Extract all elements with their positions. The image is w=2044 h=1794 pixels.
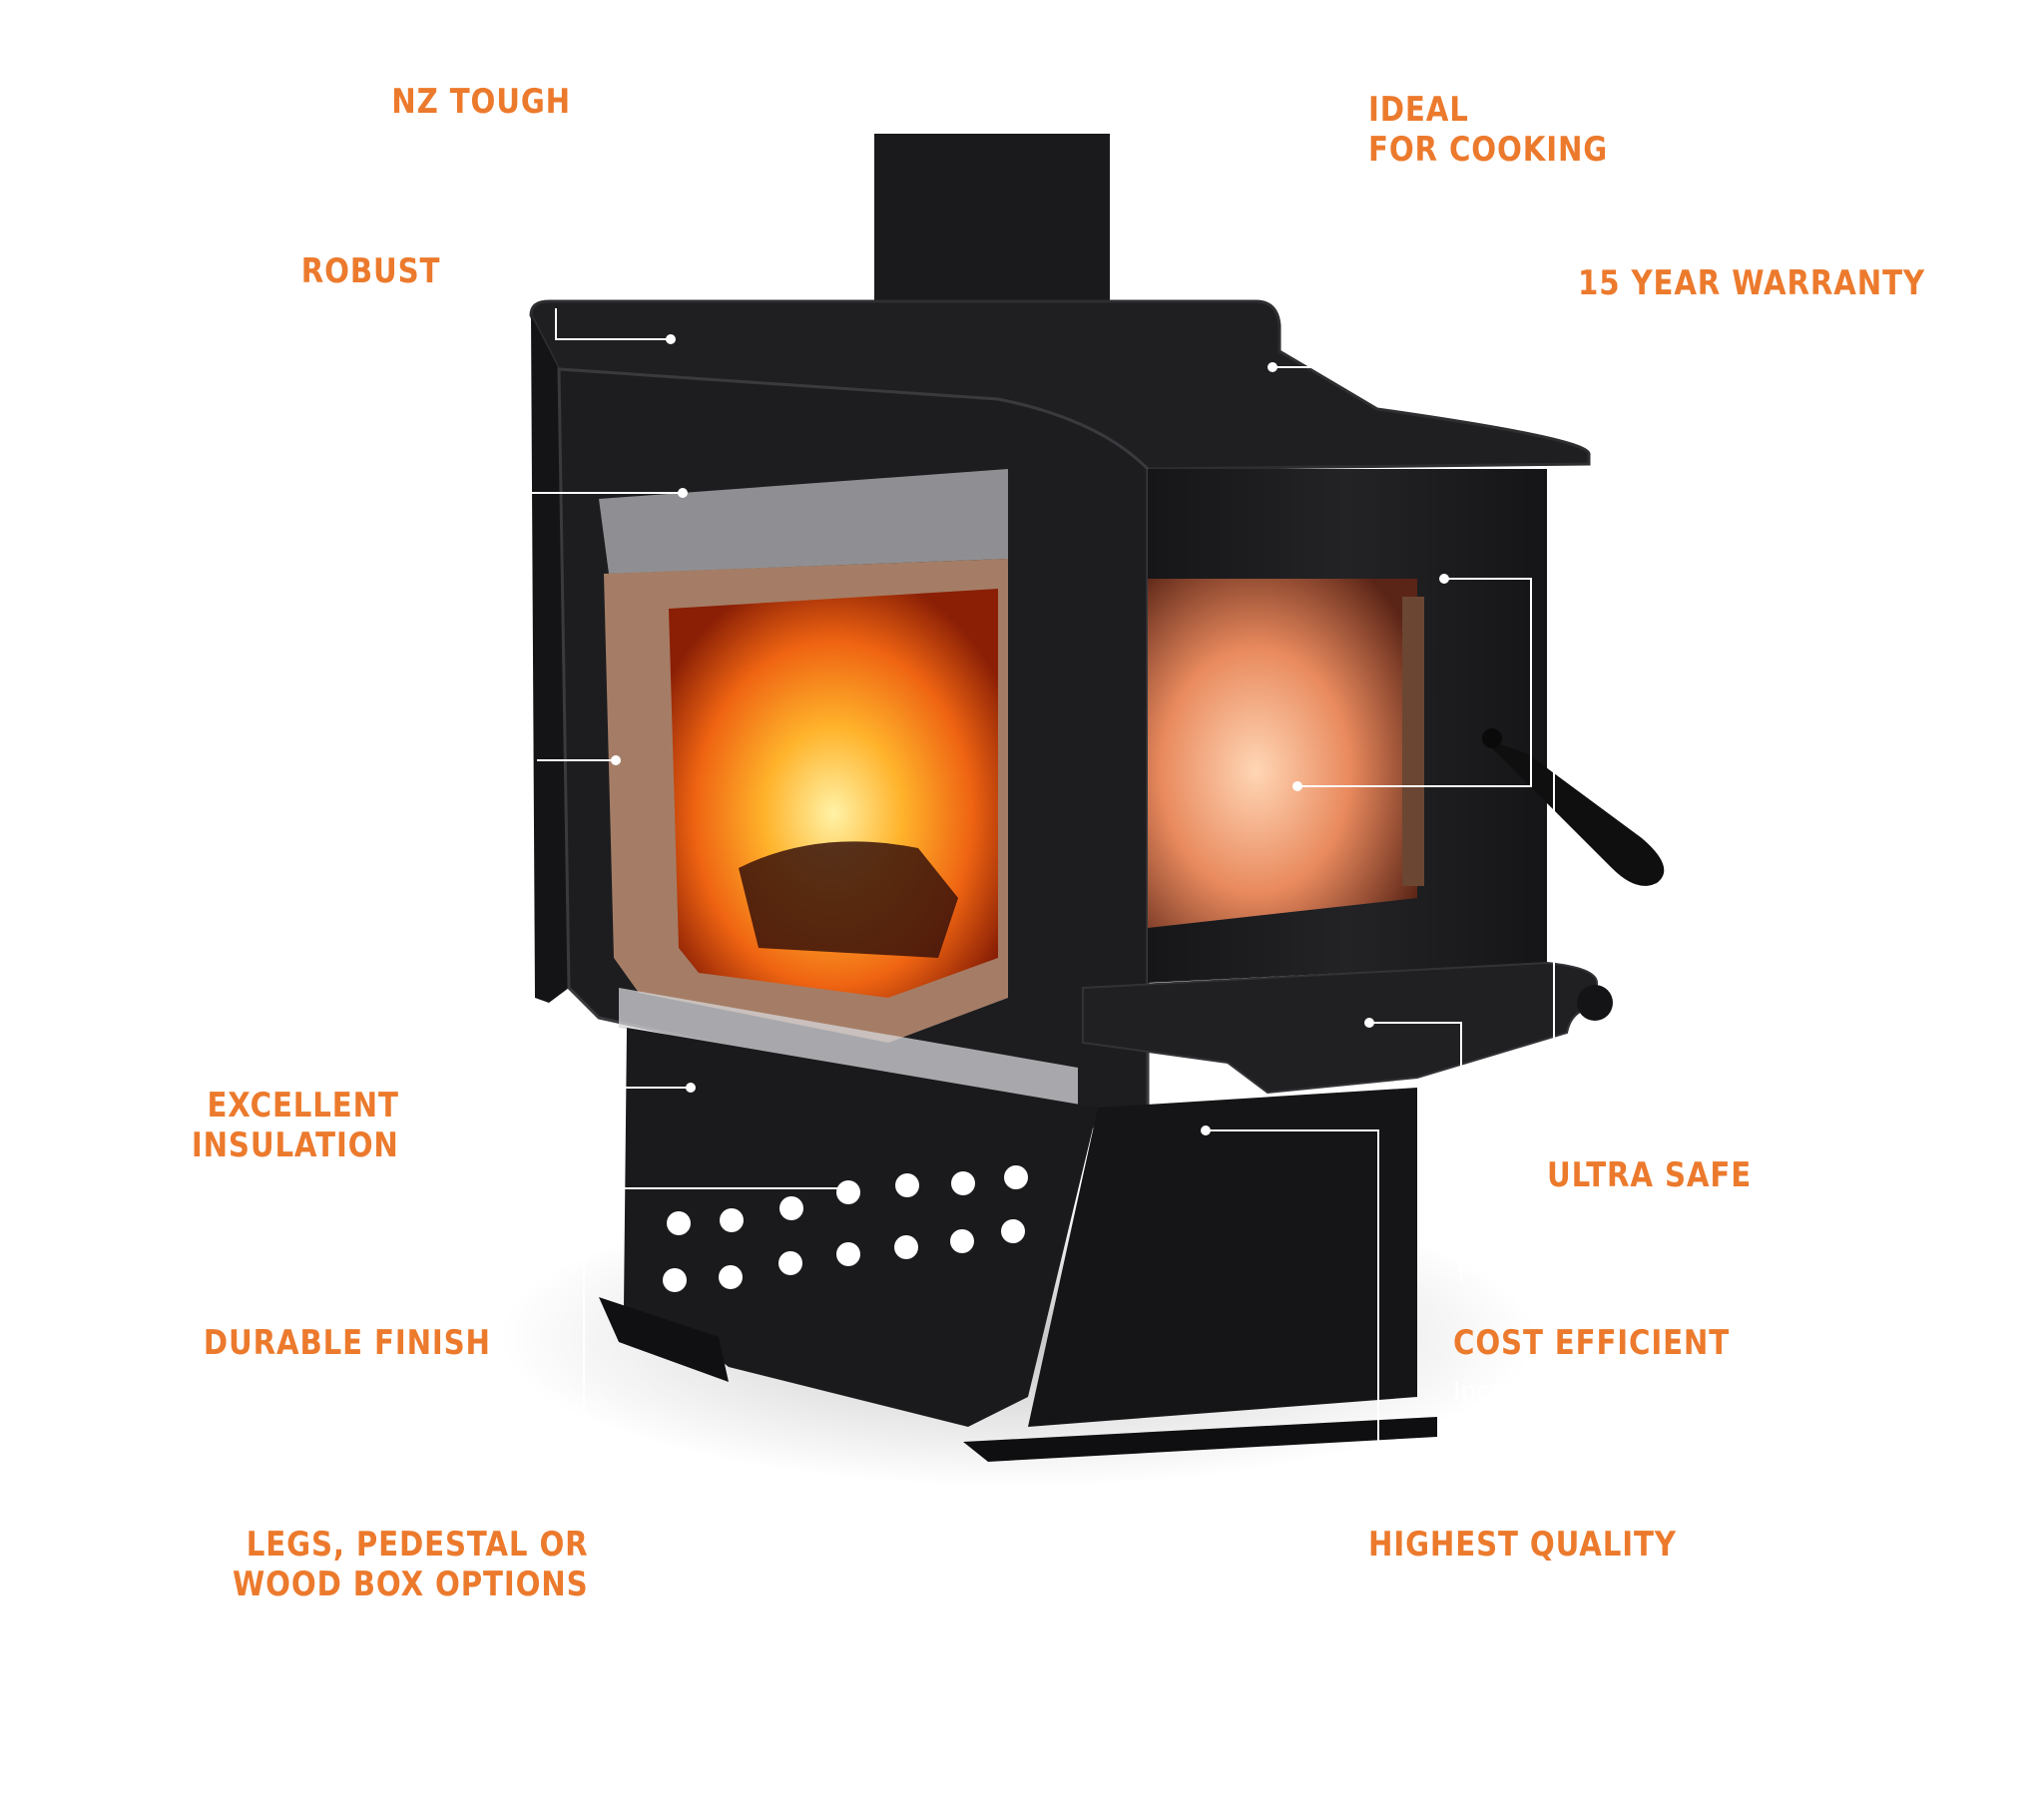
label-15-year-warranty: 15 YEAR WARRANTY xyxy=(1578,263,1925,303)
label-nz-tough: NZ TOUGH xyxy=(391,82,571,122)
label-legs-options: LEGS, PEDESTAL OR WOOD BOX OPTIONS xyxy=(233,1525,589,1604)
front-apron xyxy=(1082,961,1598,1095)
label-ultra-safe: ULTRA SAFE xyxy=(1547,1155,1753,1195)
desc-highest-quality: Combination of robotic and hand welding … xyxy=(1368,1576,1697,1703)
ash-pan-edge xyxy=(619,988,1078,1108)
label-ideal-for-cooking: IDEAL FOR COOKING xyxy=(1368,90,1609,170)
pedestal-left-foot xyxy=(599,1297,729,1382)
pedestal-left-panel xyxy=(624,1028,1098,1427)
leader-robust xyxy=(555,308,671,340)
leader-cooking xyxy=(1297,578,1532,787)
label-excellent-insulation: EXCELLENT INSULATION xyxy=(192,1086,399,1165)
desc-ultra-safe: 5mm fire rated safety glass xyxy=(1547,1209,1728,1272)
fire-logs xyxy=(739,841,958,958)
baffle-plate xyxy=(599,469,1008,574)
door-handle-pivot xyxy=(1482,728,1502,748)
pedestal-right-foot xyxy=(963,1417,1437,1462)
door-glass-frame xyxy=(1402,597,1424,886)
label-highest-quality: HIGHEST QUALITY xyxy=(1368,1525,1677,1565)
leader-durable-finish xyxy=(484,1087,691,1337)
leader-lines xyxy=(388,308,1555,1537)
leader-legs xyxy=(583,1187,843,1537)
desc-excellent-insulation: Superior heat retention provided by fire… xyxy=(175,1175,399,1270)
leader-highest-quality xyxy=(1206,1129,1379,1504)
leader-dots xyxy=(611,334,1449,1193)
label-cost-efficient: COST EFFICIENT xyxy=(1453,1323,1731,1363)
door-handle xyxy=(1482,738,1665,886)
pedestal-right-panel xyxy=(1028,1088,1417,1427)
door-glass xyxy=(1148,579,1417,928)
leader-cost-efficient xyxy=(1369,1022,1462,1282)
label-robust: ROBUST xyxy=(300,251,440,291)
label-durable-finish: DURABLE FINISH xyxy=(203,1323,491,1363)
desc-durable-finish: Finished in high temperature stove paint xyxy=(294,1375,491,1470)
apron-rail-end xyxy=(1577,985,1613,1021)
vent-holes xyxy=(663,1165,1028,1292)
desc-cost-efficient: Increased heating efficiency means drama… xyxy=(1453,1375,1803,1470)
